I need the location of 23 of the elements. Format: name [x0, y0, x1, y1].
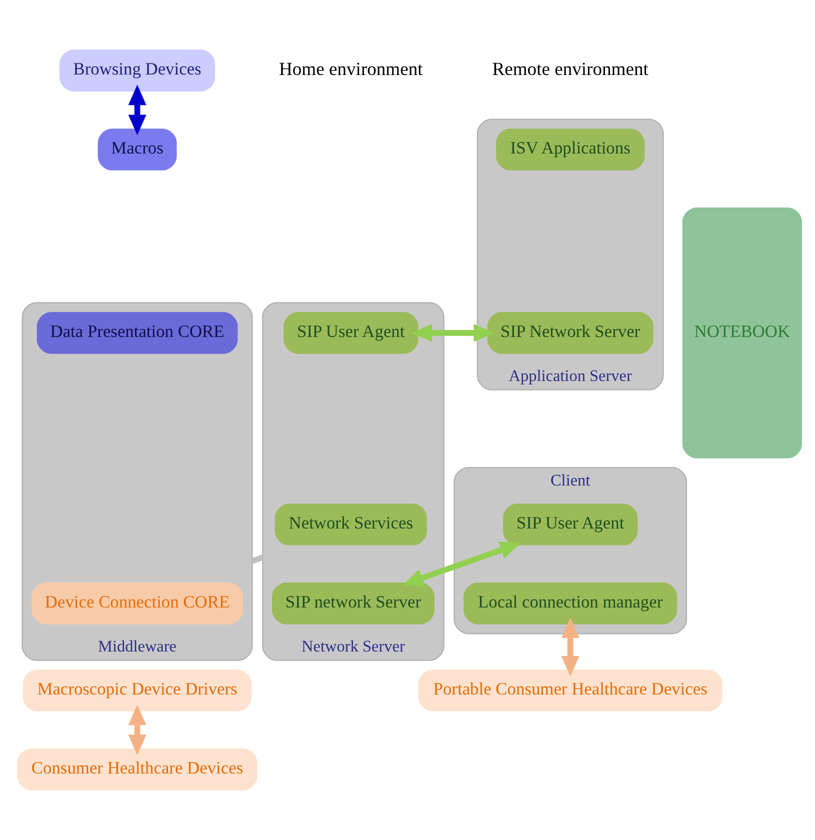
- node-box: Local connection manager: [464, 582, 678, 624]
- node-box: Network Services: [274, 504, 427, 546]
- node-box: SIP Network Server: [487, 312, 654, 354]
- arrow: [128, 704, 146, 756]
- node-box: Portable Consumer Healthcare Devices: [418, 670, 722, 712]
- node-box: Data Presentation CORE: [36, 312, 238, 354]
- label: Home environment: [278, 58, 423, 80]
- node-box: SIP User Agent: [503, 504, 638, 546]
- arrow: [411, 324, 494, 342]
- node-box: Consumer Healthcare Devices: [17, 748, 258, 790]
- node-box: Macroscopic Device Drivers: [22, 670, 252, 712]
- node-box: Device Connection CORE: [32, 582, 243, 624]
- connector: [251, 554, 264, 564]
- arrow: [561, 617, 580, 677]
- arrow: [402, 542, 521, 586]
- node-box: Browsing Devices: [60, 50, 216, 92]
- node-box: Macros: [98, 128, 177, 170]
- node-box: NOTEBOOK: [682, 208, 802, 458]
- node-box: ISV Applications: [496, 128, 645, 170]
- node-box: SIP network Server: [272, 582, 434, 624]
- label: Remote environment: [492, 58, 648, 80]
- arrow: [128, 84, 146, 136]
- node-box: SIP User Agent: [284, 312, 418, 354]
